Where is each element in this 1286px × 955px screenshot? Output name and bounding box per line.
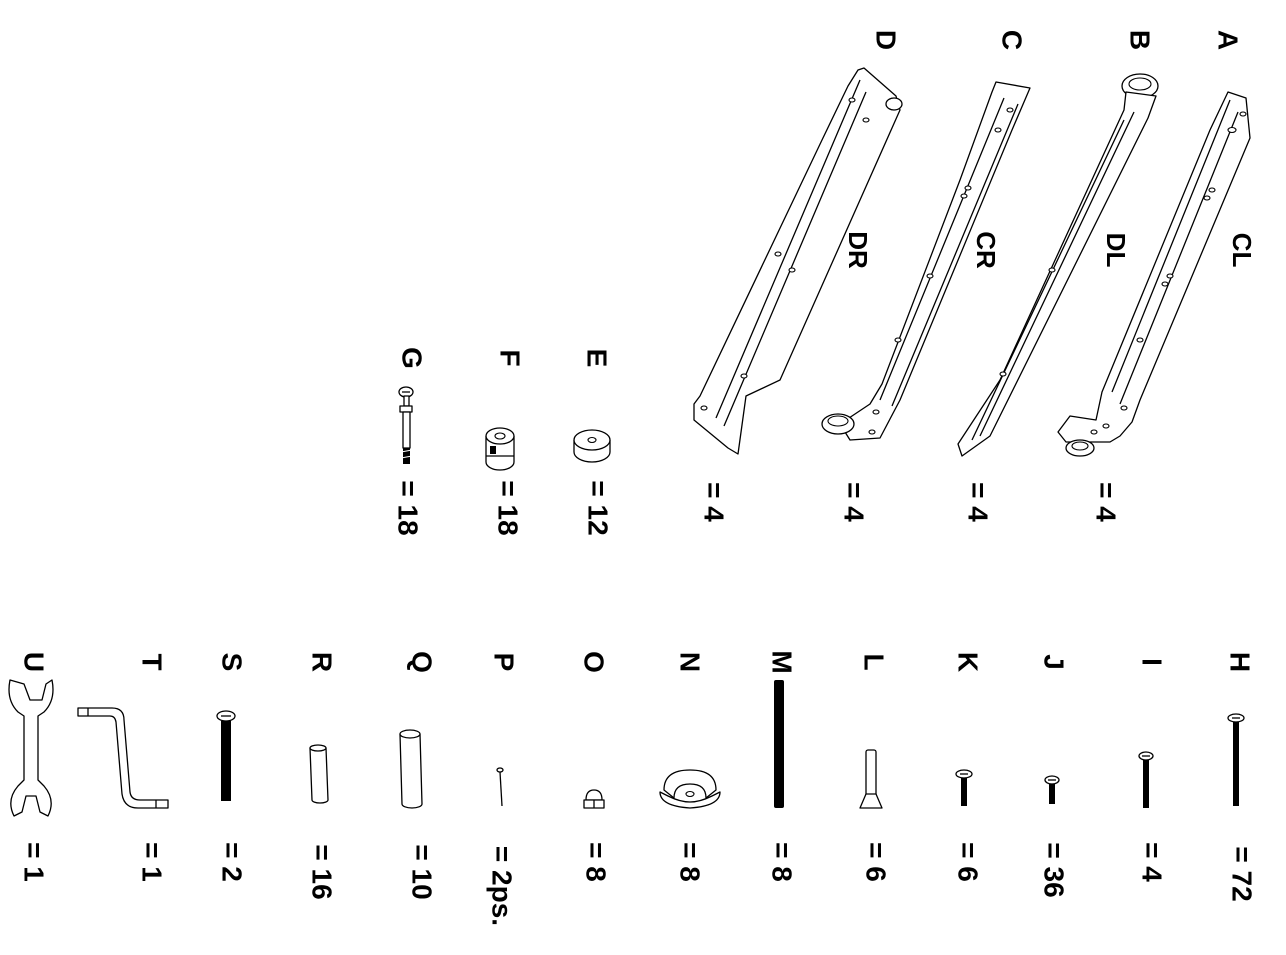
part-f-letter: F xyxy=(495,349,526,366)
screw-k-drawing xyxy=(955,769,973,806)
part-g: G = 18 xyxy=(393,347,428,536)
part-m-letter: M xyxy=(767,650,798,673)
part-b-code: DL xyxy=(1101,233,1131,268)
part-o-letter: O xyxy=(579,651,610,673)
part-r-letter: R xyxy=(307,652,338,672)
part-r-qty: = 16 xyxy=(307,844,338,899)
part-l-letter: L xyxy=(859,653,890,670)
bolt-s-drawing xyxy=(216,710,236,801)
pin-l-drawing xyxy=(859,749,883,809)
sleeve-r-drawing xyxy=(309,744,329,804)
sleeve-q-drawing xyxy=(399,729,423,809)
nail-drawing xyxy=(496,767,504,807)
clip-n-drawing xyxy=(659,769,721,809)
part-t-qty: = 1 xyxy=(137,842,168,882)
part-p: P = 2ps. xyxy=(487,653,520,926)
part-o-qty: = 8 xyxy=(581,842,612,882)
part-o: O = 8 xyxy=(579,651,612,882)
part-j: J = 36 xyxy=(1039,654,1070,897)
rail-dr-drawing xyxy=(693,67,903,455)
part-u-letter: U xyxy=(19,652,50,672)
cam-lock-drawing xyxy=(485,427,515,471)
part-m-qty: = 8 xyxy=(767,842,798,882)
screw-i-drawing xyxy=(1138,751,1154,808)
part-c-code: CR xyxy=(971,231,1001,269)
part-s-qty: = 2 xyxy=(217,842,248,882)
part-f: F = 18 xyxy=(485,349,526,536)
part-l: L = 6 xyxy=(859,653,892,881)
part-e-letter: E xyxy=(582,349,613,368)
part-i-letter: I xyxy=(1137,658,1168,666)
wrench-drawing xyxy=(8,679,54,817)
cap-nut-drawing xyxy=(583,789,605,809)
rail-dl-drawing xyxy=(957,73,1159,457)
part-g-qty: = 18 xyxy=(393,480,424,535)
part-q: Q = 10 xyxy=(399,651,438,900)
part-i: I = 4 xyxy=(1137,658,1168,882)
long-screw-drawing xyxy=(1227,713,1245,806)
cam-bolt-drawing xyxy=(398,386,414,464)
part-e-qty: = 12 xyxy=(583,480,614,535)
part-d-qty: = 4 xyxy=(699,482,730,522)
part-m: M = 8 xyxy=(767,650,798,882)
part-t-letter: T xyxy=(137,653,168,670)
part-s-letter: S xyxy=(217,653,248,672)
part-h-qty: = 72 xyxy=(1227,846,1258,901)
part-n-letter: N xyxy=(675,652,706,672)
part-p-letter: P xyxy=(489,653,520,672)
part-q-qty: = 10 xyxy=(407,844,438,899)
part-j-qty: = 36 xyxy=(1039,842,1070,897)
part-h: H = 72 xyxy=(1225,652,1258,902)
part-r: R = 16 xyxy=(307,652,338,900)
part-a-letter: A xyxy=(1213,30,1244,50)
part-s: S = 2 xyxy=(216,653,248,882)
screw-j-drawing xyxy=(1044,775,1060,804)
rail-cl-drawing xyxy=(1057,91,1251,457)
part-t: T = 1 xyxy=(77,653,169,882)
part-b-letter: B xyxy=(1125,30,1156,50)
part-c-qty: = 4 xyxy=(839,482,870,522)
hex-key-drawing xyxy=(77,707,169,809)
part-p-qty: = 2ps. xyxy=(487,846,518,926)
part-u: U = 1 xyxy=(8,652,54,882)
part-u-qty: = 1 xyxy=(19,842,50,882)
part-j-letter: J xyxy=(1039,654,1070,670)
rail-cr-drawing xyxy=(821,81,1031,441)
part-d-letter: D xyxy=(871,30,902,50)
threaded-rod-drawing xyxy=(774,680,784,808)
part-q-letter: Q xyxy=(407,651,438,673)
part-d: D DR = 4 xyxy=(693,30,903,522)
part-n-qty: = 8 xyxy=(675,842,706,882)
part-i-qty: = 4 xyxy=(1137,842,1168,882)
part-a: A CL = 4 xyxy=(1057,30,1257,522)
part-l-qty: = 6 xyxy=(861,842,892,882)
part-k-qty: = 6 xyxy=(953,842,984,882)
part-e: E = 12 xyxy=(573,349,614,536)
part-n: N = 8 xyxy=(659,652,721,882)
part-b-qty: = 4 xyxy=(963,482,994,522)
part-c: C CR = 4 xyxy=(821,30,1031,522)
part-k: K = 6 xyxy=(953,652,984,882)
part-f-qty: = 18 xyxy=(493,480,524,535)
part-h-letter: H xyxy=(1225,652,1256,672)
part-b: B DL = 4 xyxy=(957,30,1159,522)
part-d-code: DR xyxy=(843,231,873,269)
part-g-letter: G xyxy=(397,347,428,369)
part-a-code: CL xyxy=(1227,233,1257,268)
part-a-qty: = 4 xyxy=(1091,482,1122,522)
part-k-letter: K xyxy=(953,652,984,672)
spacer-washer-drawing xyxy=(573,429,611,463)
part-c-letter: C xyxy=(997,30,1028,50)
